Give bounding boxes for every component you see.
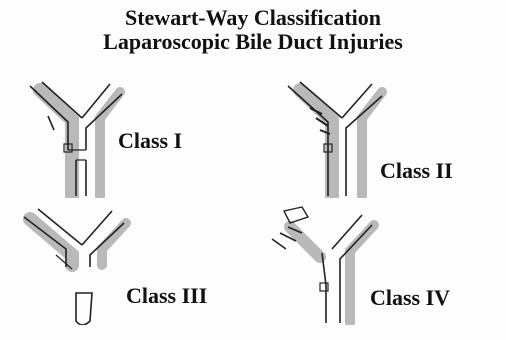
class-1-label: Class I: [118, 128, 182, 154]
class-2-label: Class II: [380, 158, 453, 184]
title-line-2: Laparoscopic Bile Duct Injuries: [0, 30, 506, 54]
panel-class-1: Class I: [10, 78, 260, 198]
class-3-label: Class III: [126, 283, 207, 309]
panel-class-4: Class IV: [262, 205, 506, 325]
class-4-label: Class IV: [370, 285, 450, 311]
title-line-1: Stewart-Way Classification: [0, 6, 506, 30]
panel-class-2: Class II: [270, 78, 506, 198]
diagram-title: Stewart-Way Classification Laparoscopic …: [0, 6, 506, 54]
panel-class-3: Class III: [10, 205, 260, 325]
